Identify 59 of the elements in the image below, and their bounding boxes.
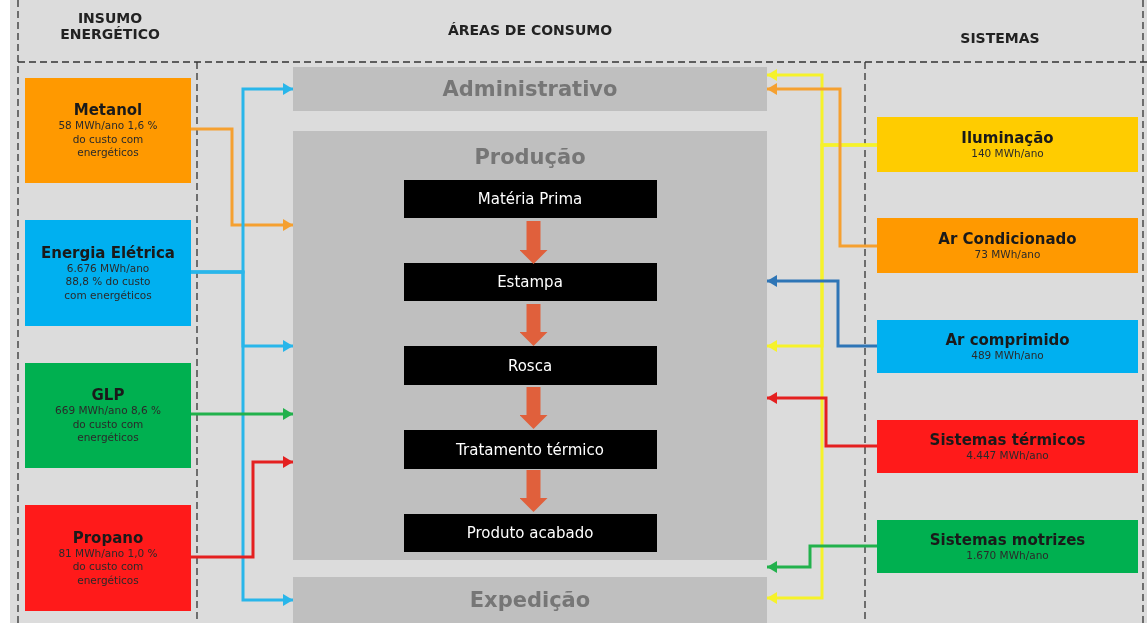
flow-arrow [767, 143, 877, 604]
box-description: 73 MWh/ano [973, 247, 1042, 262]
process-step-box [403, 346, 657, 385]
process-step-box [403, 180, 657, 218]
flow-arrow [191, 456, 293, 559]
production-area-box [293, 131, 767, 560]
box-title: Sistemas motrizes [929, 530, 1086, 549]
column-heading: INSUMO ENERGÉTICO [59, 10, 161, 43]
process-step-box [403, 430, 657, 469]
system-box [877, 320, 1138, 373]
flow-arrow [767, 83, 877, 248]
energy-source-box [25, 505, 191, 611]
column-heading: SISTEMAS [959, 30, 1041, 47]
box-title: Metanol [73, 101, 143, 120]
step-label: Tratamento térmico [456, 440, 604, 459]
block-arrow [519, 387, 548, 429]
box-description: 669 MWh/ano 8,6 % do custo com energéticos [54, 404, 162, 445]
step-label: Produto acabado [466, 524, 594, 542]
flow-arrow [191, 408, 293, 420]
box-description: 6.676 MWh/ano 88,8 % do custo com energéticos [63, 261, 153, 303]
consumption-area-box [293, 67, 767, 111]
consumption-area-box [293, 577, 767, 623]
step-label: Rosca [507, 356, 553, 375]
area-title: Administrativo [442, 77, 618, 101]
flow-arrow [191, 270, 293, 606]
block-arrow [519, 470, 548, 512]
flow-arrow [191, 127, 293, 231]
block-arrow [519, 221, 548, 264]
box-description: 489 MWh/ano [970, 348, 1045, 363]
system-box [877, 117, 1138, 172]
flow-arrow [767, 392, 877, 448]
box-title: Propano [72, 528, 144, 547]
box-title: GLP [91, 386, 125, 405]
process-step-box [403, 514, 657, 552]
area-title: Produção [474, 145, 586, 169]
energy-source-box [25, 220, 191, 326]
system-box [877, 420, 1138, 473]
energy-source-box [25, 78, 191, 183]
flow-arrow [767, 544, 877, 573]
box-description: 4.447 MWh/ano [965, 448, 1050, 463]
column-heading: ÁREAS DE CONSUMO [446, 22, 614, 39]
area-title: Expedição [469, 588, 591, 612]
process-step-box [403, 263, 657, 301]
block-arrow [519, 304, 548, 346]
box-description: 81 MWh/ano 1,0 % do custo com energéticos [57, 546, 159, 588]
box-title: Energia Elétrica [41, 243, 175, 262]
step-label: Estampa [497, 273, 563, 291]
box-title: Ar comprimido [945, 330, 1070, 349]
step-label: Matéria Prima [477, 190, 583, 208]
box-title: Iluminação [961, 128, 1054, 147]
system-box [877, 520, 1138, 573]
box-title: Sistemas térmicos [929, 430, 1086, 449]
box-title: Ar Condicionado [938, 229, 1077, 248]
box-description: 140 MWh/ano [970, 146, 1045, 161]
system-box [877, 218, 1138, 273]
box-description: 58 MWh/ano 1,6 % do custo com energéticos [57, 119, 159, 160]
box-description: 1.670 MWh/ano [965, 548, 1050, 563]
energy-source-box [25, 363, 191, 468]
flow-arrow [767, 275, 877, 348]
